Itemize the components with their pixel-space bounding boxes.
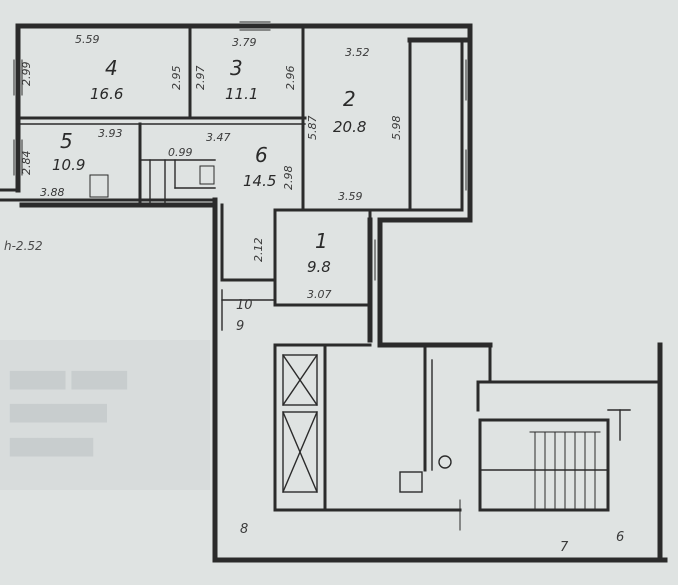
background-stamp: ▇▇▇▇ ▇▇▇▇ ▇▇▇▇▇▇▇ ▇▇▇▇▇▇ [0, 340, 210, 490]
room-area: 10.9 [52, 156, 85, 174]
dimension-label: 2.97 [194, 66, 207, 91]
dimension-label: 3.52 [345, 46, 370, 59]
room-number: 4 [105, 56, 118, 80]
elevator-block [273, 343, 462, 531]
room-number: 3 [230, 56, 243, 80]
room-area: 20.8 [333, 118, 366, 136]
marker-7: 7 [560, 540, 569, 555]
dimension-label: 3.47 [206, 131, 231, 144]
room-2-label: 2 20.8 [333, 87, 366, 136]
dimension-label: 3.88 [40, 186, 65, 199]
dimension-label: 5.59 [75, 33, 100, 46]
room-4-label: 4 16.6 [90, 56, 123, 103]
svg-text:▇▇▇▇ ▇▇▇▇: ▇▇▇▇ ▇▇▇▇ [9, 369, 128, 390]
room-number: 6 [255, 143, 268, 167]
marker-8: 8 [240, 522, 248, 537]
dimension-label: 2.96 [284, 66, 297, 91]
dimension-label: 2.95 [170, 66, 183, 91]
svg-text:▇▇▇▇▇▇▇: ▇▇▇▇▇▇▇ [9, 402, 108, 423]
dimension-labels: 5.59 2.99 2.95 3.79 2.97 2.96 3.52 5.87 … [20, 33, 403, 301]
dimension-label: 5.87 [306, 116, 319, 141]
dimension-label: 3.07 [307, 288, 332, 301]
room-1-label: 1 9.8 [307, 229, 331, 276]
dimension-label: 0.99 [168, 146, 193, 159]
interior-walls [16, 24, 412, 331]
room-area: 16.6 [90, 85, 123, 103]
room-area: 9.8 [307, 258, 331, 276]
room-number: 5 [60, 129, 73, 153]
dimension-label: 3.79 [232, 36, 257, 49]
marker-6: 6 [616, 530, 624, 545]
marker-10: 10 [236, 298, 253, 313]
room-area: 14.5 [243, 172, 276, 190]
room-area: 11.1 [225, 85, 258, 103]
room-6-label: 6 14.5 [243, 143, 276, 190]
staircase [478, 409, 631, 512]
ceiling-height-label: h-2.52 [4, 239, 43, 253]
room-number: 1 [315, 229, 328, 253]
dimension-label: 2.84 [20, 151, 33, 176]
room-3-label: 3 11.1 [225, 56, 258, 103]
dimension-label: 2.12 [252, 238, 265, 263]
room-5-label: 5 10.9 [52, 129, 85, 174]
dimension-label: 3.59 [338, 190, 363, 203]
room-number: 2 [343, 87, 356, 111]
marker-9: 9 [236, 319, 244, 334]
dimension-label: 2.99 [20, 62, 33, 87]
point-markers: 10 9 8 7 6 [236, 298, 624, 555]
svg-text:▇▇▇▇▇▇: ▇▇▇▇▇▇ [9, 436, 94, 457]
dimension-label: 5.98 [390, 116, 403, 141]
windows [13, 21, 467, 281]
dimension-label: 3.93 [98, 127, 123, 140]
dimension-label: 2.98 [282, 166, 295, 191]
